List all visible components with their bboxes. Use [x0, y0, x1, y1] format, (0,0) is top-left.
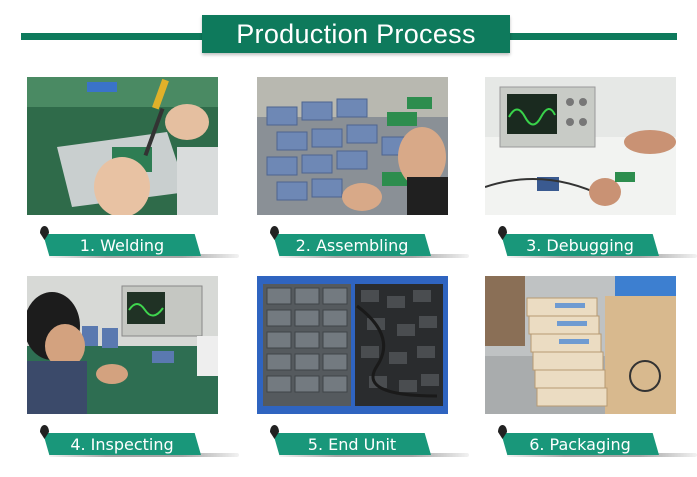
photo-assembling — [257, 77, 448, 215]
step-label-6: 6. Packaging — [498, 425, 697, 457]
label-shadow — [507, 254, 697, 258]
photo-debugging — [485, 77, 676, 215]
label-banner: 4. Inspecting — [43, 433, 201, 455]
pin-icon — [40, 425, 49, 439]
pin-icon — [270, 226, 279, 240]
step-text: 3. Debugging — [526, 235, 634, 255]
label-shadow — [49, 254, 239, 258]
pin-icon — [498, 425, 507, 439]
label-shadow — [279, 453, 469, 457]
title-banner: Production Process — [202, 15, 510, 53]
pin-icon — [498, 226, 507, 240]
step-text: 1. Welding — [79, 235, 165, 255]
label-shadow — [507, 453, 697, 457]
label-banner: 1. Welding — [43, 234, 201, 256]
step-label-2: 2. Assembling — [270, 226, 469, 258]
step-label-4: 4. Inspecting — [40, 425, 239, 457]
pin-icon — [270, 425, 279, 439]
step-label-5: 5. End Unit — [270, 425, 469, 457]
header-line-right — [507, 33, 677, 40]
label-shadow — [279, 254, 469, 258]
photo-end-unit — [257, 276, 448, 414]
label-banner: 2. Assembling — [273, 234, 431, 256]
step-label-1: 1. Welding — [40, 226, 239, 258]
photo-inspecting — [27, 276, 218, 414]
step-text: 4. Inspecting — [70, 434, 174, 454]
photo-welding — [27, 77, 218, 215]
step-text: 2. Assembling — [295, 235, 409, 255]
step-text: 5. End Unit — [307, 434, 397, 454]
pin-icon — [40, 226, 49, 240]
label-banner: 3. Debugging — [501, 234, 659, 256]
step-label-3: 3. Debugging — [498, 226, 697, 258]
header-line-left — [21, 33, 211, 40]
label-banner: 5. End Unit — [273, 433, 431, 455]
label-banner: 6. Packaging — [501, 433, 659, 455]
photo-packaging — [485, 276, 676, 414]
step-text: 6. Packaging — [529, 434, 631, 454]
label-shadow — [49, 453, 239, 457]
page-title: Production Process — [236, 18, 476, 49]
